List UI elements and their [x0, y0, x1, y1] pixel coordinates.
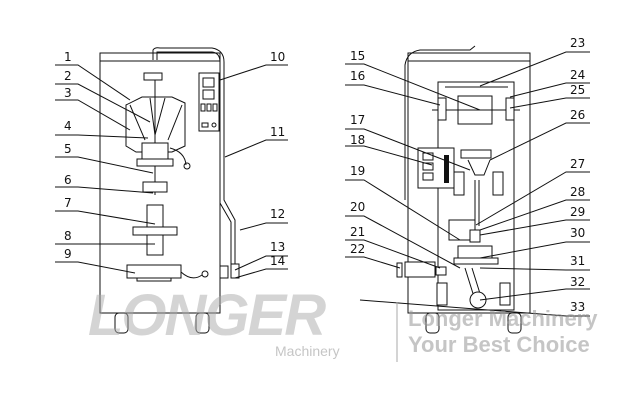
part-label-19: 19	[350, 164, 365, 178]
part-label-10: 10	[270, 50, 285, 64]
leader-line-10	[219, 64, 288, 81]
part-label-24: 24	[570, 68, 585, 82]
leader-line-26	[489, 122, 590, 161]
leader-line-12	[239, 222, 288, 231]
part-label-4: 4	[64, 119, 72, 133]
part-label-2: 2	[64, 69, 72, 83]
leader-line-29	[479, 219, 590, 236]
leader-line-22	[345, 256, 401, 269]
leader-line-11	[224, 139, 288, 158]
leader-line-13	[234, 255, 288, 271]
watermark-logo: LONGER	[88, 283, 326, 348]
leader-line-6	[55, 186, 154, 194]
part-label-12: 12	[270, 207, 285, 221]
part-label-6: 6	[64, 173, 72, 187]
part-label-20: 20	[350, 200, 365, 214]
part-label-3: 3	[64, 86, 72, 100]
part-label-9: 9	[64, 247, 72, 261]
part-label-1: 1	[64, 50, 72, 64]
part-label-18: 18	[350, 133, 365, 147]
part-label-14: 14	[270, 254, 285, 268]
part-label-26: 26	[570, 108, 585, 122]
leader-line-15	[345, 63, 481, 111]
part-label-28: 28	[570, 185, 585, 199]
part-label-31: 31	[570, 254, 585, 268]
part-label-25: 25	[570, 83, 585, 97]
part-label-17: 17	[350, 113, 365, 127]
leader-line-14	[234, 268, 288, 279]
leader-line-4	[55, 134, 149, 139]
leader-line-21	[345, 239, 441, 269]
leader-line-31	[479, 267, 590, 271]
part-label-33: 33	[570, 300, 585, 314]
leader-line-30	[479, 241, 590, 259]
part-label-27: 27	[570, 157, 585, 171]
watermark-divider	[396, 302, 398, 362]
leader-line-23	[479, 51, 590, 87]
part-label-23: 23	[570, 36, 585, 50]
leader-line-24	[509, 82, 590, 98]
leader-line-3	[55, 99, 131, 131]
part-label-11: 11	[270, 125, 285, 139]
front-view-machine	[99, 47, 240, 334]
watermark-logo-sub: Machinery	[275, 343, 340, 359]
part-label-16: 16	[350, 69, 365, 83]
leader-line-33	[359, 299, 590, 317]
watermark-line2: Your Best Choice	[408, 332, 590, 357]
part-label-5: 5	[64, 142, 72, 156]
part-label-8: 8	[64, 229, 72, 243]
rear-view-machine	[396, 45, 531, 334]
part-label-15: 15	[350, 49, 365, 63]
part-label-13: 13	[270, 240, 285, 254]
part-label-29: 29	[570, 205, 585, 219]
watermark-line1: Longer Machinery	[408, 306, 598, 331]
leader-line-28	[479, 199, 590, 231]
leader-line-5	[55, 156, 154, 174]
leader-line-7	[55, 210, 156, 225]
leader-line-17	[345, 128, 471, 171]
leader-line-9	[55, 261, 136, 274]
leader-line-1	[55, 64, 131, 101]
leader-line-18	[345, 145, 433, 166]
part-label-32: 32	[570, 275, 585, 289]
control-panel	[198, 72, 220, 132]
part-label-30: 30	[570, 226, 585, 240]
leader-line-25	[509, 97, 590, 109]
leader-line-16	[345, 84, 441, 106]
leader-line-20	[345, 215, 461, 269]
leader-line-27	[475, 171, 590, 226]
leader-line-19	[345, 179, 461, 241]
part-label-22: 22	[350, 242, 365, 256]
part-label-21: 21	[350, 225, 365, 239]
leader-line-32	[479, 288, 590, 301]
part-label-7: 7	[64, 196, 72, 210]
leader-line-2	[55, 83, 151, 123]
